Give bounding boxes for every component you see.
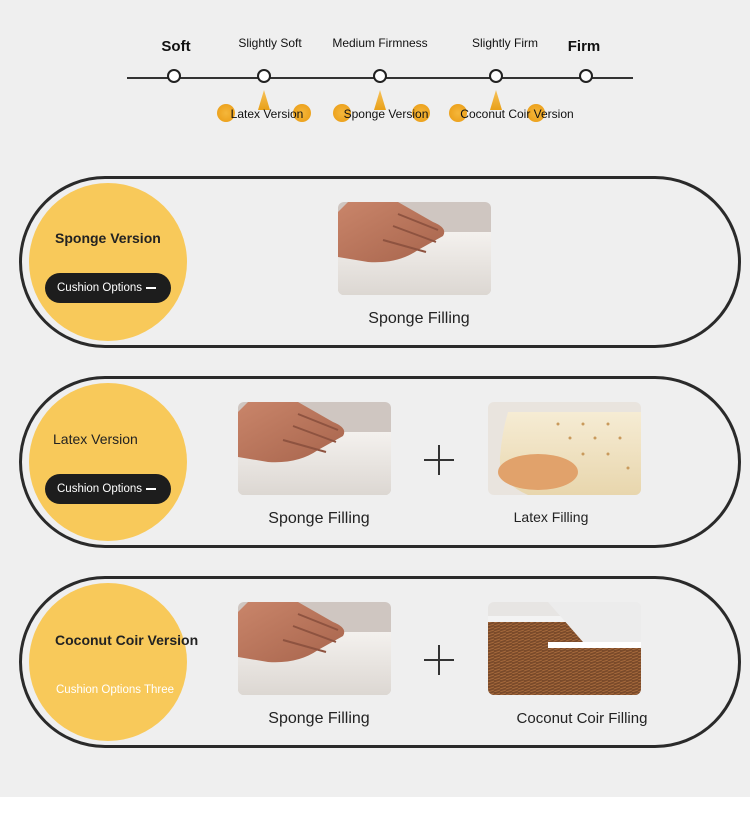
scale-label-firm: Firm <box>567 38 601 55</box>
scale-label-soft: Soft <box>161 38 191 55</box>
badge-title: Latex Version <box>53 431 138 447</box>
badge-sponge <box>29 183 187 341</box>
version-tag-sponge: Sponge Version <box>343 107 429 121</box>
version-tag-coir: Coconut Coir Version <box>460 107 574 121</box>
scale-label-slightly-firm: Slightly Firm <box>471 36 539 50</box>
sponge-thumbnail <box>338 202 491 295</box>
footer-strip <box>0 797 750 815</box>
pill-label: Cushion Options Three <box>56 684 175 696</box>
cushion-options-button[interactable]: Cushion Options <box>45 474 171 504</box>
filling-caption: Sponge Filling <box>268 510 370 527</box>
blob-icon <box>333 104 351 122</box>
scale-point-medium <box>373 69 387 83</box>
blob-icon <box>412 104 430 122</box>
blob-icon <box>217 104 235 122</box>
sponge-thumbnail <box>238 602 391 695</box>
badge-title: Sponge Version <box>55 230 161 246</box>
cushion-options-button[interactable]: Cushion Options Three <box>45 675 175 705</box>
filling-caption: Latex Filling <box>513 509 589 525</box>
badge-latex <box>29 383 187 541</box>
filling-caption: Coconut Coir Filling <box>516 710 648 727</box>
scale-label-slightly-soft: Slightly Soft <box>238 36 302 50</box>
pill-label: Cushion Options <box>57 282 143 294</box>
plus-icon <box>424 445 454 475</box>
cushion-options-button[interactable]: Cushion Options <box>45 273 171 303</box>
blob-icon <box>293 104 311 122</box>
filling-caption: Sponge Filling <box>268 710 370 727</box>
version-tag-latex: Latex Version <box>230 107 304 121</box>
scale-point-slightly-firm <box>489 69 503 83</box>
scale-point-firm <box>579 69 593 83</box>
filling-caption: Sponge Filling <box>368 310 470 327</box>
dash-icon <box>146 487 157 490</box>
blob-icon <box>527 104 545 122</box>
plus-icon <box>424 645 454 675</box>
scale-point-slightly-soft <box>257 69 271 83</box>
coir-thumbnail <box>488 602 641 695</box>
latex-thumbnail <box>488 402 641 495</box>
scale-label-medium: Medium Firmness <box>332 36 428 50</box>
badge-title: Coconut Coir Version <box>55 632 199 648</box>
dash-icon <box>146 286 157 289</box>
blob-icon <box>449 104 467 122</box>
badge-coir <box>29 583 187 741</box>
scale-point-soft <box>167 69 181 83</box>
pill-label: Cushion Options <box>57 483 143 495</box>
sponge-thumbnail <box>238 402 391 495</box>
